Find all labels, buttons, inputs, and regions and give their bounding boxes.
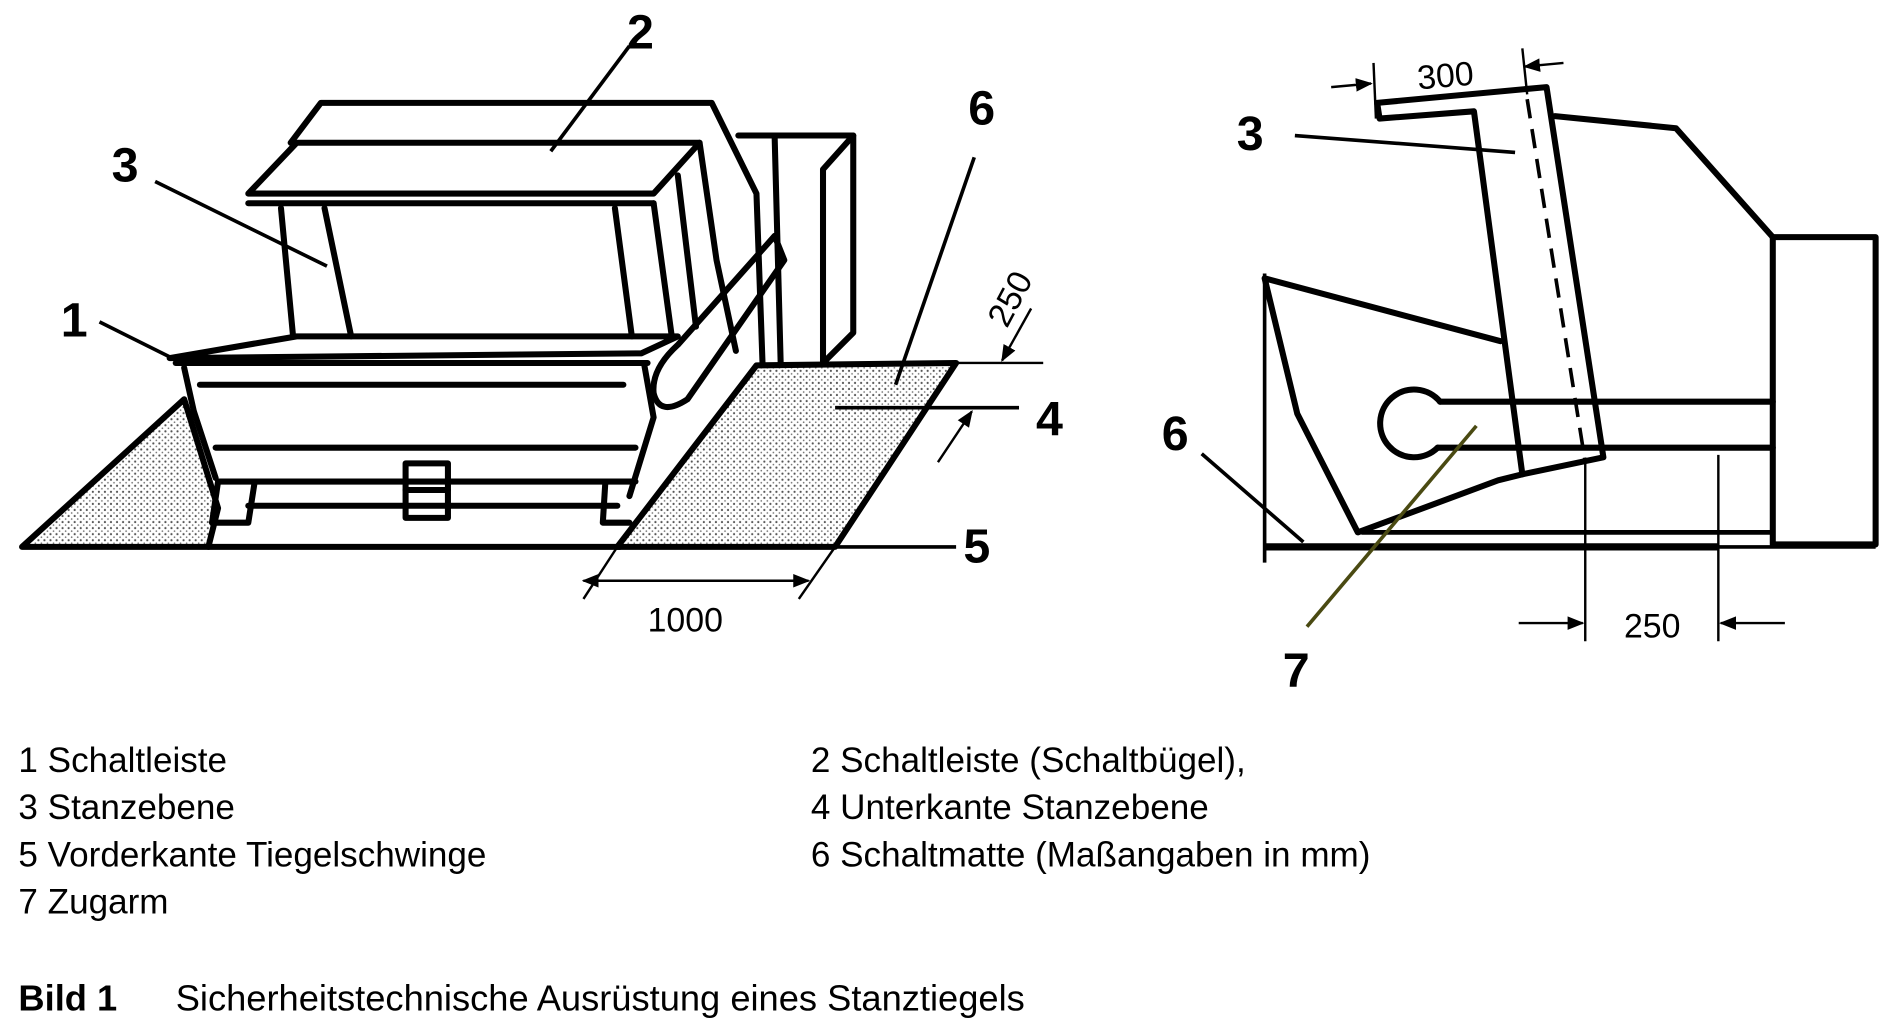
legend-item-3: 3 Stanzebene bbox=[18, 788, 235, 827]
callout-line-2 bbox=[549, 44, 631, 153]
callout-3-right: 3 bbox=[1237, 107, 1264, 161]
dimension-250-right: 250 bbox=[1624, 608, 1681, 646]
callout-line-1 bbox=[98, 320, 171, 359]
pivot-circle bbox=[1377, 386, 1444, 461]
switch-mat-left bbox=[19, 396, 222, 550]
callout-1: 1 bbox=[61, 293, 88, 347]
legend-item-7: 7 Zugarm bbox=[18, 882, 168, 921]
caption-number: Bild 1 bbox=[18, 977, 117, 1018]
platen-swing bbox=[166, 333, 681, 550]
dimension-arrow-4 bbox=[936, 409, 973, 463]
callout-line-7 bbox=[1305, 424, 1478, 628]
legend-item-5: 5 Vorderkante Tiegelschwinge bbox=[18, 835, 486, 874]
dimension-arrow-250 bbox=[1001, 307, 1033, 363]
machine-contour bbox=[1551, 113, 1776, 241]
machine-base-block bbox=[1769, 234, 1879, 548]
figure-caption: Bild 1 Sicherheitstechnische Ausrüstung … bbox=[18, 977, 1024, 1018]
legend-item-2: 2 Schaltleiste (Schaltbügel), bbox=[811, 741, 1246, 780]
platen-frame bbox=[277, 200, 675, 340]
callout-7: 7 bbox=[1283, 644, 1310, 698]
dimension-250-left: 250 bbox=[980, 265, 1040, 333]
callout-line-6 bbox=[893, 156, 976, 386]
callout-2: 2 bbox=[627, 5, 654, 59]
dimension-300: 300 bbox=[1416, 55, 1476, 98]
switch-mat-right bbox=[614, 359, 960, 550]
platen-bucket bbox=[1261, 275, 1526, 536]
callout-3-left: 3 bbox=[112, 138, 139, 192]
callout-4: 4 bbox=[1036, 393, 1063, 447]
punching-plane-panel bbox=[1374, 84, 1607, 478]
legend-item-1: 1 Schaltleiste bbox=[18, 741, 227, 780]
legend-item-4: 4 Unterkante Stanzebene bbox=[811, 788, 1209, 827]
side-view: 250 300 3 6 7 bbox=[1162, 48, 1879, 698]
callout-5: 5 bbox=[963, 520, 990, 574]
callout-line-3 bbox=[154, 179, 328, 268]
callout-6-right: 6 bbox=[1162, 407, 1189, 461]
pull-arm bbox=[650, 232, 788, 410]
perspective-view: 250 1000 1 2 3 4 5 6 bbox=[19, 5, 1063, 640]
switch-bar-guard bbox=[245, 99, 766, 366]
callout-6-left: 6 bbox=[968, 82, 995, 136]
legend: 1 Schaltleiste 2 Schaltleiste (Schaltbüg… bbox=[18, 741, 1370, 922]
caption-text: Sicherheitstechnische Ausrüstung eines S… bbox=[176, 977, 1025, 1018]
legend-item-6: 6 Schaltmatte (Maßangaben in mm) bbox=[811, 835, 1371, 874]
dimension-1000: 1000 bbox=[648, 602, 723, 640]
